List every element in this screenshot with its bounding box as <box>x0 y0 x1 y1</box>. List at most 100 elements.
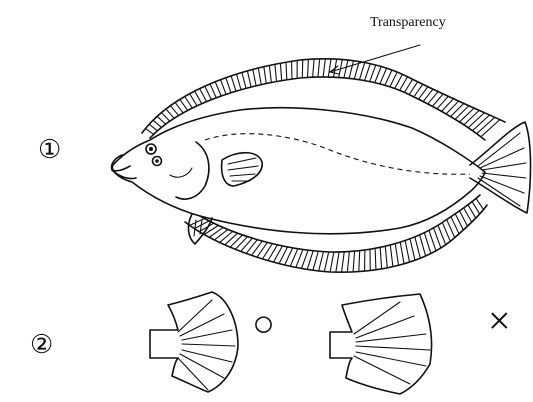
fin-ray <box>166 109 174 118</box>
fin-ray <box>246 240 257 254</box>
fin-ray <box>365 64 371 81</box>
fin-ray <box>395 244 398 266</box>
fin-ray <box>385 70 392 85</box>
fin-ray <box>286 62 287 80</box>
fin-ray <box>476 198 483 209</box>
fin-ray <box>390 245 393 267</box>
fin-ray <box>242 72 246 88</box>
fin-ray <box>472 115 489 131</box>
wrong-tail-outline <box>330 294 432 394</box>
fin-ray <box>385 246 387 268</box>
ventral-fin-outer <box>185 205 487 272</box>
fin-ray <box>336 252 339 272</box>
fin-ray <box>275 64 277 81</box>
fin-ray <box>375 248 376 269</box>
fin-ray <box>481 120 500 137</box>
fin-ray <box>451 103 464 116</box>
correct-tail-figure: ○ <box>150 292 275 392</box>
fin-ray <box>145 129 153 135</box>
fin-ray <box>359 251 360 272</box>
fin-ray <box>459 108 474 122</box>
fin-ray <box>252 241 263 255</box>
fin-ray <box>185 96 193 108</box>
fin-ray <box>405 240 409 262</box>
fin-ray <box>247 71 251 87</box>
fin-ray <box>420 235 426 256</box>
fin-ray <box>342 252 345 272</box>
fin-ray <box>269 65 271 82</box>
fin-ray <box>353 251 355 272</box>
fin-ray <box>226 78 231 93</box>
dorsal-fin-rays <box>145 59 499 137</box>
fin-ray <box>230 235 242 247</box>
fin-ray <box>446 101 459 114</box>
fin-ray <box>313 59 314 77</box>
fin-ray <box>237 74 241 90</box>
fin-ray <box>380 247 381 269</box>
fin-ray <box>324 252 328 272</box>
fin-ray <box>375 66 381 82</box>
fin-ray <box>153 120 161 127</box>
fin-ray <box>296 249 303 267</box>
fin-ray <box>400 242 404 264</box>
fin-ray <box>221 80 227 95</box>
fish-mouth <box>112 155 136 179</box>
fin-ray <box>472 202 480 214</box>
fin-ray <box>455 106 469 120</box>
fin-ray <box>209 227 223 237</box>
fish-body-outline <box>112 108 485 234</box>
ventral-fin-inner <box>200 195 480 252</box>
fin-ray <box>170 106 178 116</box>
fin-ray <box>225 233 238 245</box>
fin-ray <box>200 89 207 102</box>
fin-ray <box>410 239 415 261</box>
fin-ray <box>231 76 236 91</box>
fin-ray <box>175 102 183 112</box>
ventral-fin-rays <box>190 198 484 272</box>
fin-ray <box>307 251 313 270</box>
wrong-tail-figure: × <box>330 294 511 394</box>
fin-ray <box>370 65 376 82</box>
fin-ray <box>215 82 221 96</box>
fin-ray <box>253 69 256 85</box>
fin-ray <box>442 99 454 112</box>
fin-ray <box>464 110 479 124</box>
gill-line <box>170 168 192 177</box>
item-1-label: ① <box>38 135 61 164</box>
fin-ray <box>180 99 188 110</box>
fin-ray <box>195 91 202 104</box>
fin-ray <box>280 63 281 80</box>
fin-ray <box>359 63 364 80</box>
fin-ray <box>318 59 320 77</box>
item-2-label: ② <box>30 330 53 359</box>
fin-ray <box>344 60 348 78</box>
fin-ray <box>149 124 157 130</box>
fin-ray <box>258 68 261 85</box>
fin-ray <box>157 116 165 124</box>
fin-ray <box>390 72 397 87</box>
fin-ray <box>468 113 484 128</box>
flatfish-figure: Transparency <box>112 15 531 272</box>
correct-mark: ○ <box>252 303 275 345</box>
fin-ray <box>214 229 228 239</box>
wrong-mark: × <box>488 298 511 343</box>
fin-ray <box>257 242 267 257</box>
fin-ray <box>161 113 169 122</box>
fin-ray <box>437 96 448 109</box>
fin-ray <box>307 59 308 77</box>
fin-ray <box>415 237 421 258</box>
fin-ray <box>205 86 212 99</box>
fin-ray <box>330 252 334 272</box>
fin-ray <box>380 68 387 84</box>
fin-ray <box>220 231 233 242</box>
fin-ray <box>323 59 325 77</box>
correct-tail-outline <box>150 292 238 392</box>
fin-ray <box>190 94 197 106</box>
fin-ray <box>235 237 247 250</box>
fin-ray <box>210 84 216 98</box>
fin-ray <box>477 117 495 133</box>
fin-ray <box>319 252 324 271</box>
fin-ray <box>429 230 436 250</box>
fin-ray <box>241 238 253 251</box>
